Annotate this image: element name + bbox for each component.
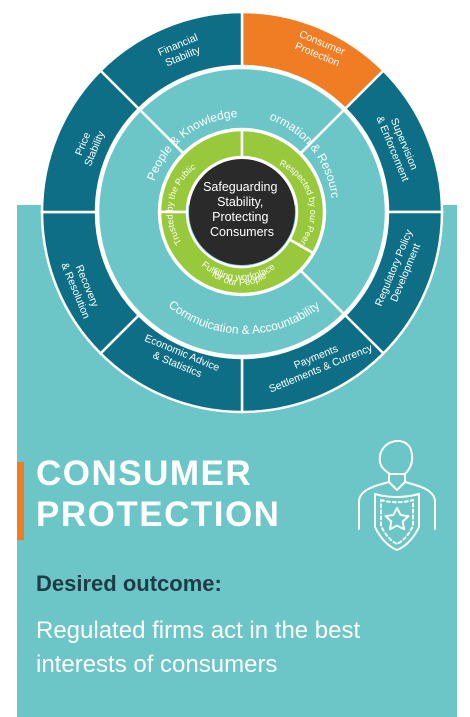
value-segment-workplace[interactable] — [158, 210, 315, 296]
svg-text:Safeguarding Stability,: Safeguarding Stability, Protecting Consu… — [203, 180, 281, 239]
strategy-wheel: Safeguarding Stability, Protecting Consu… — [40, 10, 444, 414]
accent-bar — [17, 462, 24, 540]
core-line: Stability, — [217, 195, 263, 209]
core-line: Safeguarding — [203, 180, 277, 194]
officer-shield-star-icon — [358, 440, 436, 551]
section-title-line2: PROTECTION — [36, 495, 281, 534]
core-line: Consumers — [210, 225, 274, 239]
core-circle — [189, 159, 295, 265]
section-title-line1: CONSUMER — [36, 454, 253, 493]
outcome-label: Desired outcome: — [36, 571, 222, 596]
outcome-text: Regulated firms act in the best interest… — [36, 617, 361, 678]
mandate-segment-financial-stability[interactable] — [98, 10, 244, 111]
core-line: Protecting — [212, 210, 268, 224]
section-title: CONSUMER PROTECTION — [36, 453, 280, 535]
